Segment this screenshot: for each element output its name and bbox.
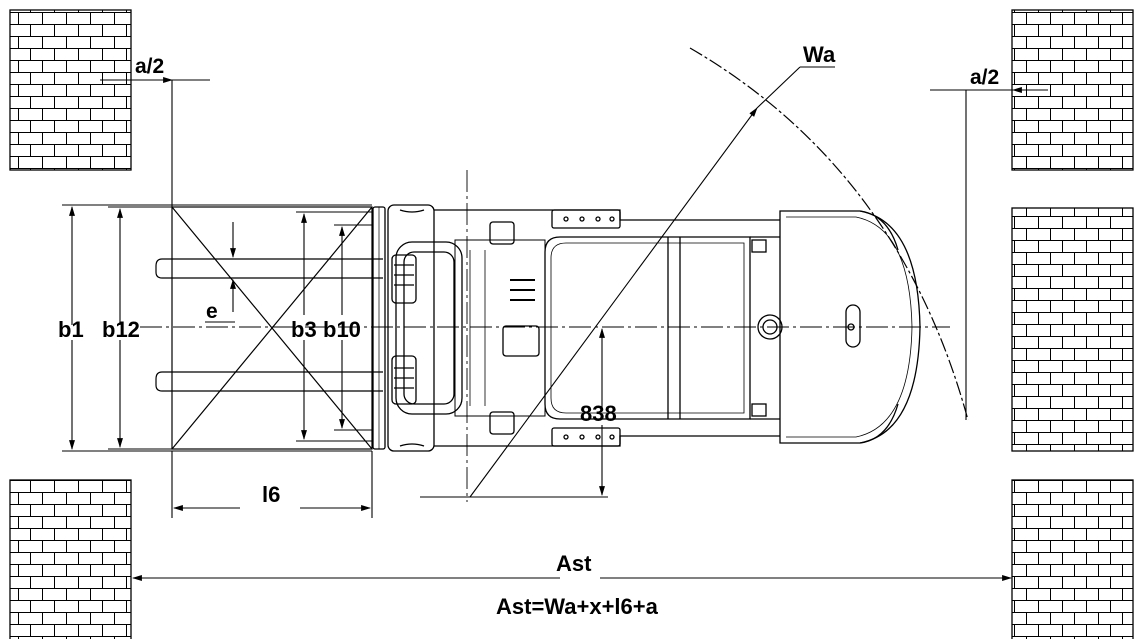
rack-middle-right [1011, 207, 1134, 452]
label-b10: b10 [323, 317, 361, 342]
label-wa: Wa [803, 42, 836, 67]
label-b12: b12 [102, 317, 140, 342]
rack-bottom-left [9, 479, 132, 639]
label-e: e [206, 300, 218, 323]
turning-radius-arc [689, 47, 969, 421]
label-b3: b3 [291, 317, 317, 342]
pallet-load [171, 206, 373, 450]
label-a-half-right: a/2 [970, 66, 999, 89]
label-ast: Ast [556, 551, 592, 576]
forklift-truck [372, 204, 921, 452]
forks [155, 258, 383, 392]
dimension-lines [62, 66, 1048, 581]
label-l6: l6 [262, 482, 280, 507]
rack-top-left [9, 9, 132, 171]
label-ast-formula: Ast=Wa+x+l6+a [496, 594, 659, 619]
label-a-half-left: a/2 [135, 55, 164, 78]
label-b1: b1 [58, 317, 84, 342]
rack-bottom-right [1011, 479, 1134, 639]
label-838: 838 [580, 401, 617, 426]
